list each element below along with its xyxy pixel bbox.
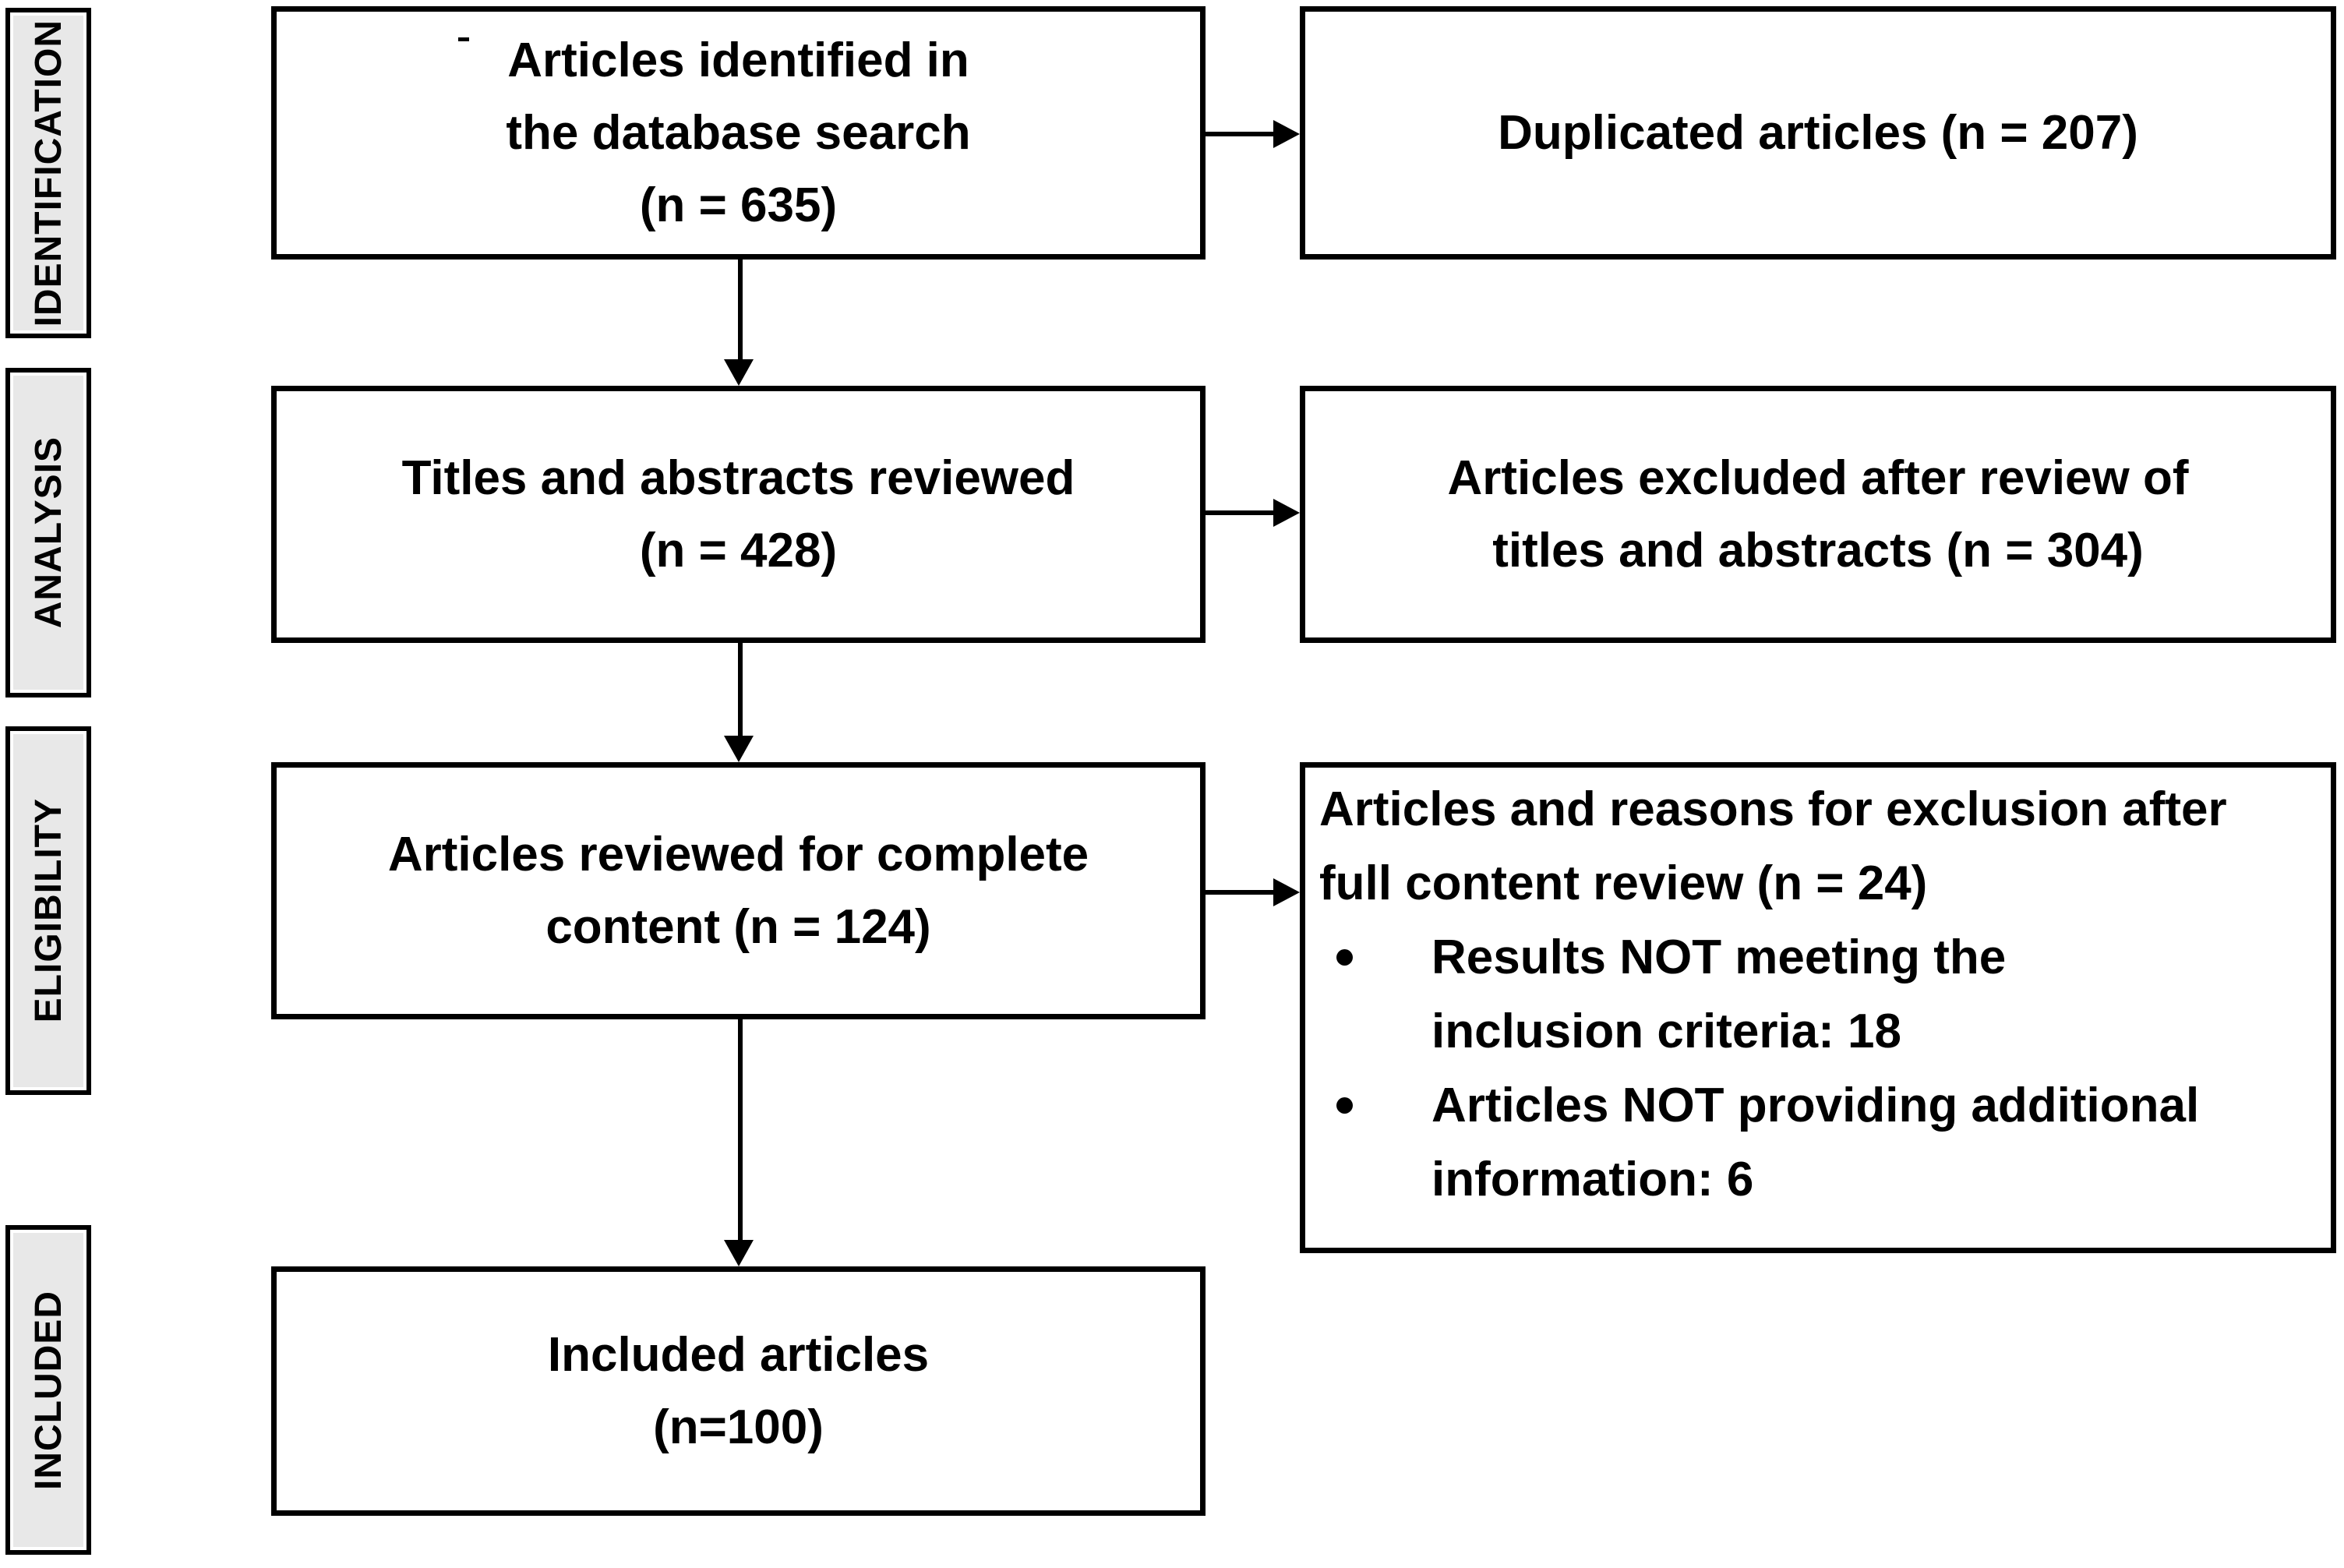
exclusion-reason-2-line1: Articles NOT providing additional [1431,1079,2200,1132]
bullet-icon [1336,949,1353,966]
arrow-down-1-line [738,260,743,361]
box-included-line2: (n=100) [653,1400,824,1454]
box-identified: Articles identified in the database sear… [271,6,1206,260]
box-identified-line3: (n = 635) [639,178,838,232]
box-titles-reviewed: Titles and abstracts reviewed (n = 428) [271,386,1206,643]
arrow-right-3-head-icon [1273,878,1300,906]
arrow-down-2-head-icon [724,736,754,762]
exclusion-reason-item-1: Results NOT meeting the inclusion criter… [1305,920,2331,1068]
stage-analysis-label: ANALYSIS [27,436,69,629]
arrow-right-1-head-icon [1273,120,1300,148]
box-full-review: Articles reviewed for complete content (… [271,762,1206,1019]
box-excluded-titles-line2: titles and abstracts (n = 304) [1492,524,2144,577]
stage-identification-label: IDENTIFICATION [27,19,69,327]
exclusion-reasons-title-line1: Articles and reasons for exclusion after [1319,782,2227,836]
arrow-right-2-head-icon [1273,499,1300,527]
box-exclusion-reasons: Articles and reasons for exclusion after… [1300,762,2336,1253]
box-identified-line2: the database search [506,106,971,160]
stray-mark [458,37,469,41]
box-excluded-titles-line1: Articles excluded after review of [1447,451,2189,505]
arrow-down-1-head-icon [724,359,754,386]
stage-included: INCLUDED [5,1225,91,1555]
box-full-review-line1: Articles reviewed for complete [387,828,1089,881]
arrow-right-1-line [1206,132,1275,136]
box-duplicated-line1: Duplicated articles (n = 207) [1498,106,2138,160]
box-included: Included articles (n=100) [271,1266,1206,1516]
box-excluded-titles: Articles excluded after review of titles… [1300,386,2336,643]
box-titles-reviewed-line1: Titles and abstracts reviewed [401,451,1075,505]
exclusion-reason-1-line2: inclusion criteria: 18 [1431,1005,1901,1058]
stage-eligibility-label: ELIGIBILITY [27,798,69,1023]
box-included-line1: Included articles [547,1328,930,1382]
exclusion-reason-1-line1: Results NOT meeting the [1431,931,2007,984]
exclusion-reasons-title-line2: full content review (n = 24) [1319,856,1928,910]
arrow-down-3-head-icon [724,1240,754,1266]
stage-analysis: ANALYSIS [5,368,91,697]
exclusion-reason-item-2: Articles NOT providing additional inform… [1305,1068,2331,1217]
stage-eligibility: ELIGIBILITY [5,726,91,1095]
arrow-right-2-line [1206,510,1275,515]
arrow-down-3-line [738,1019,743,1241]
box-duplicated: Duplicated articles (n = 207) [1300,6,2336,260]
box-identified-line1: Articles identified in [507,34,969,87]
box-full-review-line2: content (n = 124) [545,900,931,954]
arrow-right-3-line [1206,890,1275,895]
stage-identification: IDENTIFICATION [5,8,91,338]
arrow-down-2-line [738,643,743,737]
exclusion-reason-2-line2: information: 6 [1431,1153,1754,1206]
stage-included-label: INCLUDED [27,1290,69,1490]
bullet-icon [1336,1097,1353,1114]
box-titles-reviewed-line2: (n = 428) [639,524,838,577]
